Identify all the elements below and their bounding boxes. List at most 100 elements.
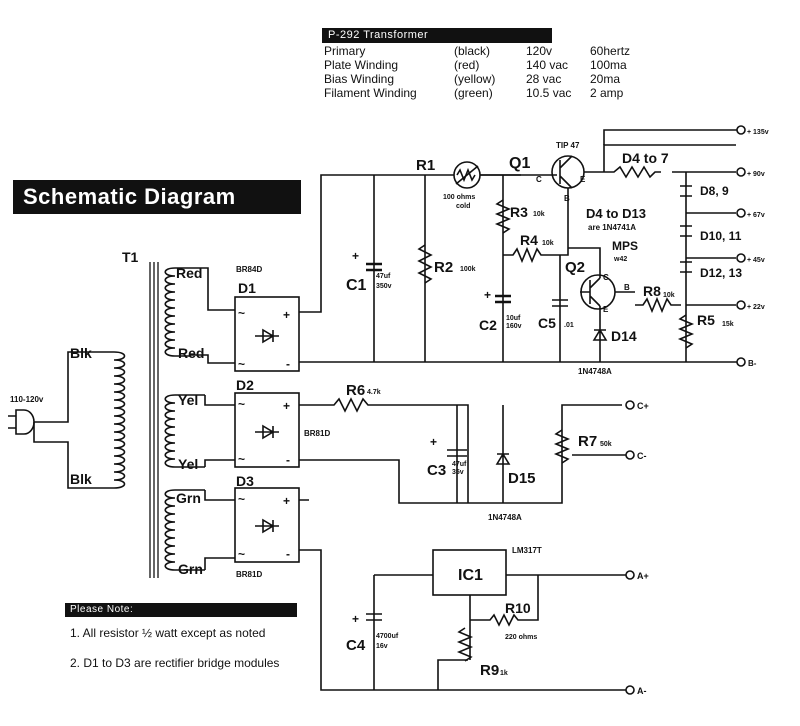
table-cell: 120v xyxy=(526,44,553,58)
d14-part: 1N4748A xyxy=(578,367,612,376)
c1-label: C1 xyxy=(346,277,367,294)
c3-value: 47uf xyxy=(452,461,467,468)
red-label-2: Red xyxy=(178,345,204,361)
r7-label: R7 xyxy=(578,433,597,450)
red-winding-coil xyxy=(164,267,200,357)
d4-to-d13-label: D4 to D13 xyxy=(586,206,646,221)
q1-part: TIP 47 xyxy=(556,141,580,150)
r1-label: R1 xyxy=(416,157,435,174)
d14-label: D14 xyxy=(611,328,637,344)
table-cell: Bias Winding xyxy=(324,72,395,86)
c2-plus: + xyxy=(484,288,491,302)
q2-part-2: w42 xyxy=(613,256,627,263)
r10-label: R10 xyxy=(505,600,531,616)
q2-part: MPS xyxy=(612,239,638,253)
r4-value: 10k xyxy=(542,240,554,247)
grn-label-2: Grn xyxy=(178,561,203,577)
output-90v: + 90v xyxy=(747,171,765,178)
table-cell: 60hertz xyxy=(590,44,631,58)
table-row: Filament Winding (green) 10.5 vac 2 amp xyxy=(322,86,652,100)
table-cell: Primary xyxy=(324,44,366,58)
r8-value: 10k xyxy=(663,292,675,299)
q2-e-pin: E xyxy=(603,305,609,314)
d3-tilde-2: ~ xyxy=(238,547,245,561)
transformer-table-header: P-292 Transformer xyxy=(322,28,552,43)
c1-value: 47uf xyxy=(376,273,391,280)
q1-b-pin: B xyxy=(564,194,570,203)
d15-label: D15 xyxy=(508,470,536,487)
table-cell: Plate Winding xyxy=(324,58,399,72)
q2-label: Q2 xyxy=(565,259,585,276)
d1-tilde: ~ xyxy=(238,306,245,320)
table-cell: Filament Winding xyxy=(324,86,417,100)
r7-value: 50k xyxy=(600,441,612,448)
r9-label: R9 xyxy=(480,662,499,679)
d12-13-label: D12, 13 xyxy=(700,266,742,280)
d1-tilde-2: ~ xyxy=(238,357,245,371)
r3-label: R3 xyxy=(510,204,528,220)
c3-voltage: 35v xyxy=(452,469,464,476)
d4-to-d13-note: are 1N4741A xyxy=(588,223,636,232)
bridge-rectifier-d1 xyxy=(200,267,300,372)
d3-plus: + xyxy=(283,494,290,508)
q2-b-pin: B xyxy=(624,283,630,292)
transformer-table: Primary (black) 120v 60hertz Plate Windi… xyxy=(322,44,652,100)
plug-label: 110-120v xyxy=(10,395,44,404)
q2-transistor xyxy=(568,247,635,322)
q2-c-pin: C xyxy=(603,273,609,282)
output-b-minus: B- xyxy=(748,359,757,368)
note-header: Please Note: xyxy=(65,603,297,617)
r10-value: 220 ohms xyxy=(505,634,537,641)
output-c-plus: C+ xyxy=(637,401,649,411)
d3-label: D3 xyxy=(236,473,254,489)
c4-label: C4 xyxy=(346,637,366,654)
table-cell: 100ma xyxy=(590,58,627,72)
r2-label: R2 xyxy=(434,259,453,276)
ic1-label: IC1 xyxy=(458,567,483,584)
yel-label-1: Yel xyxy=(178,392,198,408)
blk-top-label: Blk xyxy=(70,345,92,361)
blk-bottom-label: Blk xyxy=(70,471,92,487)
r1-thermistor xyxy=(453,161,481,189)
d3-tilde: ~ xyxy=(238,492,245,506)
d2-tilde: ~ xyxy=(238,397,245,411)
q1-transistor xyxy=(545,155,604,248)
q1-label: Q1 xyxy=(509,155,530,172)
output-22v: + 22v xyxy=(747,304,765,311)
d1-label: D1 xyxy=(238,280,256,296)
table-row: Primary (black) 120v 60hertz xyxy=(322,44,652,58)
output-45v: + 45v xyxy=(747,257,765,264)
d8-9-label: D8, 9 xyxy=(700,184,729,198)
d1-plus: + xyxy=(283,308,290,322)
table-row: Bias Winding (yellow) 28 vac 20ma xyxy=(322,72,652,86)
table-cell: 2 amp xyxy=(590,86,624,100)
d4-to-7-label: D4 to 7 xyxy=(622,150,669,166)
note-item: 2. D1 to D3 are rectifier bridge modules xyxy=(70,656,280,670)
d2-minus: - xyxy=(286,453,290,467)
red-label-1: Red xyxy=(176,265,202,281)
table-cell: (red) xyxy=(454,58,480,72)
c1-plus: + xyxy=(352,249,359,263)
table-cell: 140 vac xyxy=(526,58,569,72)
c1-voltage: 350v xyxy=(376,283,392,290)
output-135v: + 135v xyxy=(747,129,769,136)
c5-label: C5 xyxy=(538,315,556,331)
d15-part: 1N4748A xyxy=(488,513,522,522)
d2-tilde-2: ~ xyxy=(238,452,245,466)
c2-voltage: 160v xyxy=(506,323,522,330)
table-cell: (green) xyxy=(454,86,493,100)
br84d-label: BR84D xyxy=(236,265,262,274)
d3-minus: - xyxy=(286,547,290,561)
green-winding-coil xyxy=(164,489,205,571)
r8-label: R8 xyxy=(643,283,661,299)
table-cell: 20ma xyxy=(590,72,621,86)
r4-label: R4 xyxy=(520,232,538,248)
table-row: Plate Winding (red) 140 vac 100ma xyxy=(322,58,652,72)
table-cell: (black) xyxy=(454,44,491,58)
r5-label: R5 xyxy=(697,312,715,328)
c4-plus: + xyxy=(352,612,359,626)
c4-value: 4700uf xyxy=(376,633,399,640)
d2-label: D2 xyxy=(236,377,254,393)
